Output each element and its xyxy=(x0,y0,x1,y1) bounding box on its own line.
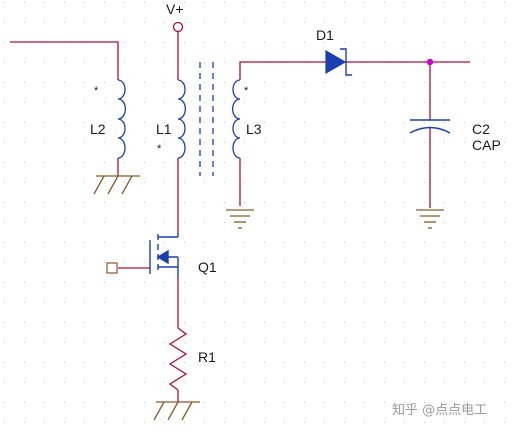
l2-dot-mark: * xyxy=(94,85,99,97)
capacitor-c2 xyxy=(409,119,451,134)
transformer-core xyxy=(199,62,214,176)
l2-label: L2 xyxy=(90,121,106,137)
resistor-r1 xyxy=(168,327,188,391)
d1-label: D1 xyxy=(316,27,334,43)
diode-d1 xyxy=(322,48,352,76)
l3-dot-mark: * xyxy=(244,85,249,97)
ground-l3-icon xyxy=(226,209,254,229)
cap-label: CAP xyxy=(472,137,501,153)
ground-c2-icon xyxy=(416,209,444,229)
wire-l3-diode xyxy=(239,61,322,80)
watermark: 知乎 @点点电工 xyxy=(392,402,487,418)
gate-port-icon xyxy=(106,262,118,274)
q1-label: Q1 xyxy=(198,259,217,275)
ground-r1-icon xyxy=(153,401,200,421)
junction-dot xyxy=(426,58,434,66)
l1-label: L1 xyxy=(156,121,172,137)
ground-l2-icon xyxy=(93,175,140,195)
mosfet-q1 xyxy=(149,232,179,278)
wires xyxy=(10,32,470,402)
vplus-label: V+ xyxy=(166,1,184,17)
l3-label: L3 xyxy=(246,121,262,137)
l1-dot-mark: * xyxy=(157,143,162,155)
inductor-l3 xyxy=(231,79,241,159)
inductor-l1 xyxy=(177,79,187,159)
c2-label: C2 xyxy=(472,121,490,137)
r1-label: R1 xyxy=(198,349,216,365)
wire-l2-input xyxy=(10,41,119,80)
vplus-terminal-icon xyxy=(172,21,184,33)
inductor-l2 xyxy=(117,79,127,159)
